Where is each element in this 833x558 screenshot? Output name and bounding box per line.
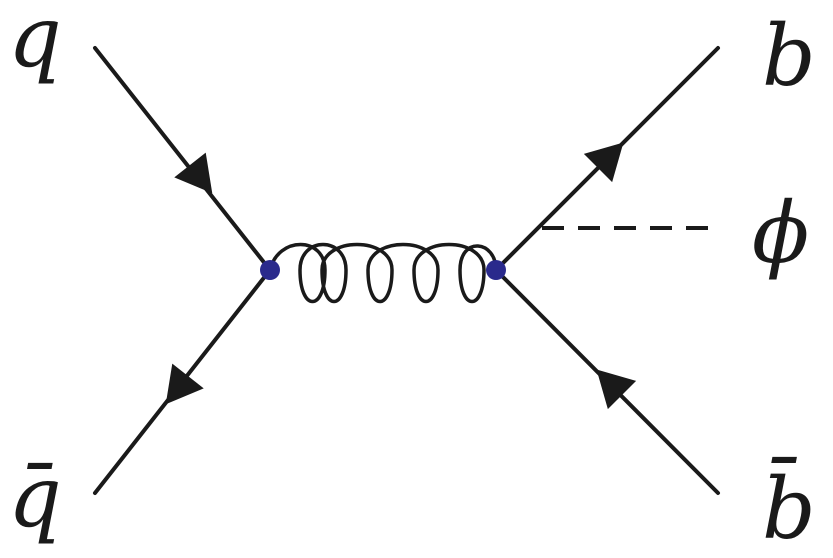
vertex-left [260,260,280,280]
label-qbar: q̄ [8,448,62,546]
label-q: q [8,0,62,86]
label-phi: ϕ [752,184,809,282]
gluon-propagator [268,242,498,303]
quark-arrow-incoming [174,152,213,194]
antiquark-arrow-incoming [165,363,204,405]
label-bbar: b̄ [762,456,816,558]
b-quark-arrow-outgoing [583,142,624,183]
quark-line-incoming [93,46,272,272]
vertex-right [486,260,506,280]
anti-b-quark-arrow-outgoing [596,369,637,410]
label-b: b [762,7,816,105]
